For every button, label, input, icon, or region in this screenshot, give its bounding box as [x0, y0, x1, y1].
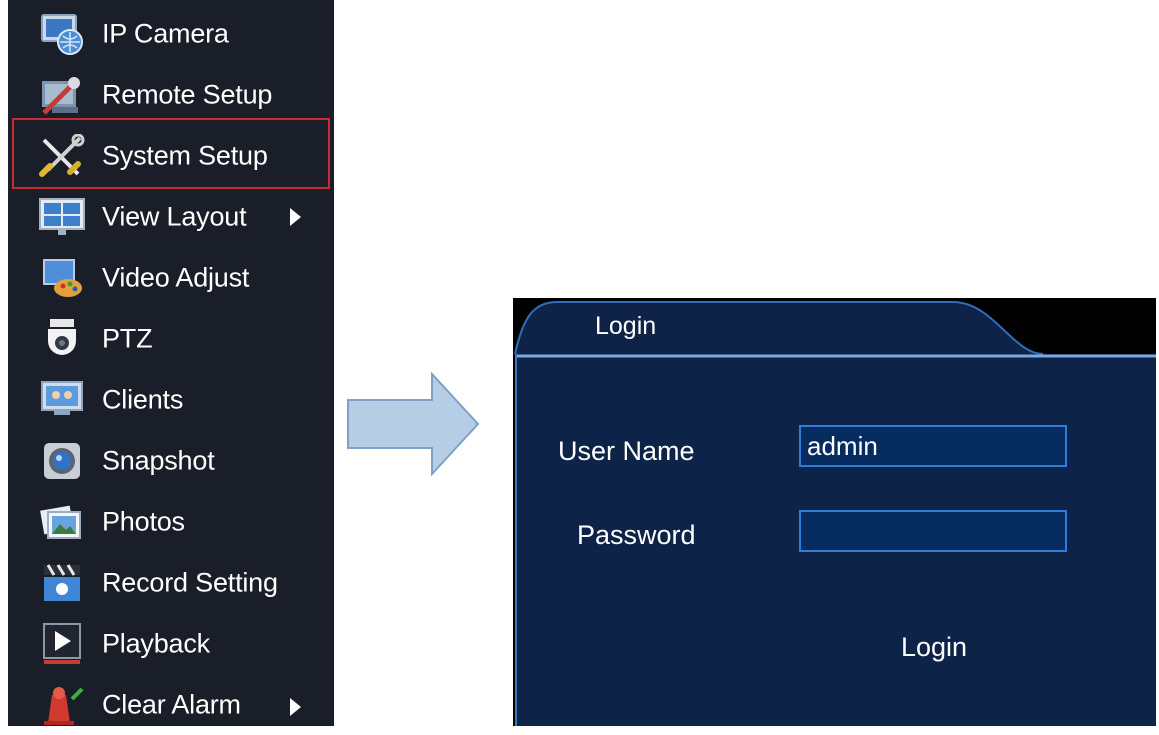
menu-item-clients[interactable]: Clients [8, 370, 334, 430]
menu-item-playback[interactable]: Playback [8, 614, 334, 674]
menu-item-snapshot[interactable]: Snapshot [8, 431, 334, 491]
record-setting-icon [44, 564, 80, 601]
login-dialog: Login User Name Password Login [513, 298, 1156, 726]
menu-item-video-adjust[interactable]: Video Adjust [8, 248, 334, 308]
photos-icon [40, 505, 81, 539]
menu-item-label: Video Adjust [102, 262, 250, 293]
menu-item-remote-setup[interactable]: Remote Setup [8, 65, 334, 125]
menu-item-label: PTZ [102, 323, 153, 354]
password-label: Password [577, 520, 696, 550]
snapshot-icon [44, 443, 80, 479]
menu-item-label: Record Setting [102, 567, 278, 598]
ptz-camera-icon [48, 319, 76, 355]
menu-item-view-layout[interactable]: View Layout [8, 187, 334, 247]
menu-item-label: Clear Alarm [102, 689, 241, 720]
menu-item-ip-camera[interactable]: IP Camera [8, 4, 334, 64]
menu-item-label: Playback [102, 628, 210, 659]
menu-item-system-setup[interactable]: System Setup [8, 126, 334, 186]
login-button[interactable]: Login [901, 632, 968, 662]
submenu-arrow-icon [290, 698, 301, 716]
dialog-title: Login [595, 312, 657, 340]
menu-item-label: Clients [102, 384, 184, 415]
video-adjust-icon [43, 259, 82, 297]
menu-item-label: Photos [102, 506, 185, 537]
view-layout-icon [39, 198, 85, 235]
clear-alarm-icon [44, 687, 84, 725]
clients-icon [41, 381, 83, 415]
menu-item-ptz[interactable]: PTZ [8, 309, 334, 369]
tools-icon [39, 134, 85, 177]
ip-camera-icon [41, 14, 83, 55]
context-menu: IP Camera Remote Setup System Setup [8, 0, 334, 726]
menu-item-label: View Layout [102, 201, 247, 232]
playback-icon [43, 623, 81, 664]
menu-item-label: System Setup [102, 140, 268, 171]
username-label: User Name [558, 436, 695, 466]
submenu-arrow-icon [290, 208, 301, 226]
menu-item-photos[interactable]: Photos [8, 492, 334, 552]
menu-item-label: IP Camera [102, 18, 229, 49]
remote-setup-icon [42, 77, 80, 115]
menu-item-label: Snapshot [102, 445, 215, 476]
menu-item-record-setting[interactable]: Record Setting [8, 553, 334, 613]
menu-item-clear-alarm[interactable]: Clear Alarm [8, 675, 334, 735]
password-input[interactable] [799, 510, 1067, 552]
menu-item-label: Remote Setup [102, 79, 273, 110]
right-arrow-icon [347, 372, 480, 476]
username-input[interactable] [799, 425, 1067, 467]
